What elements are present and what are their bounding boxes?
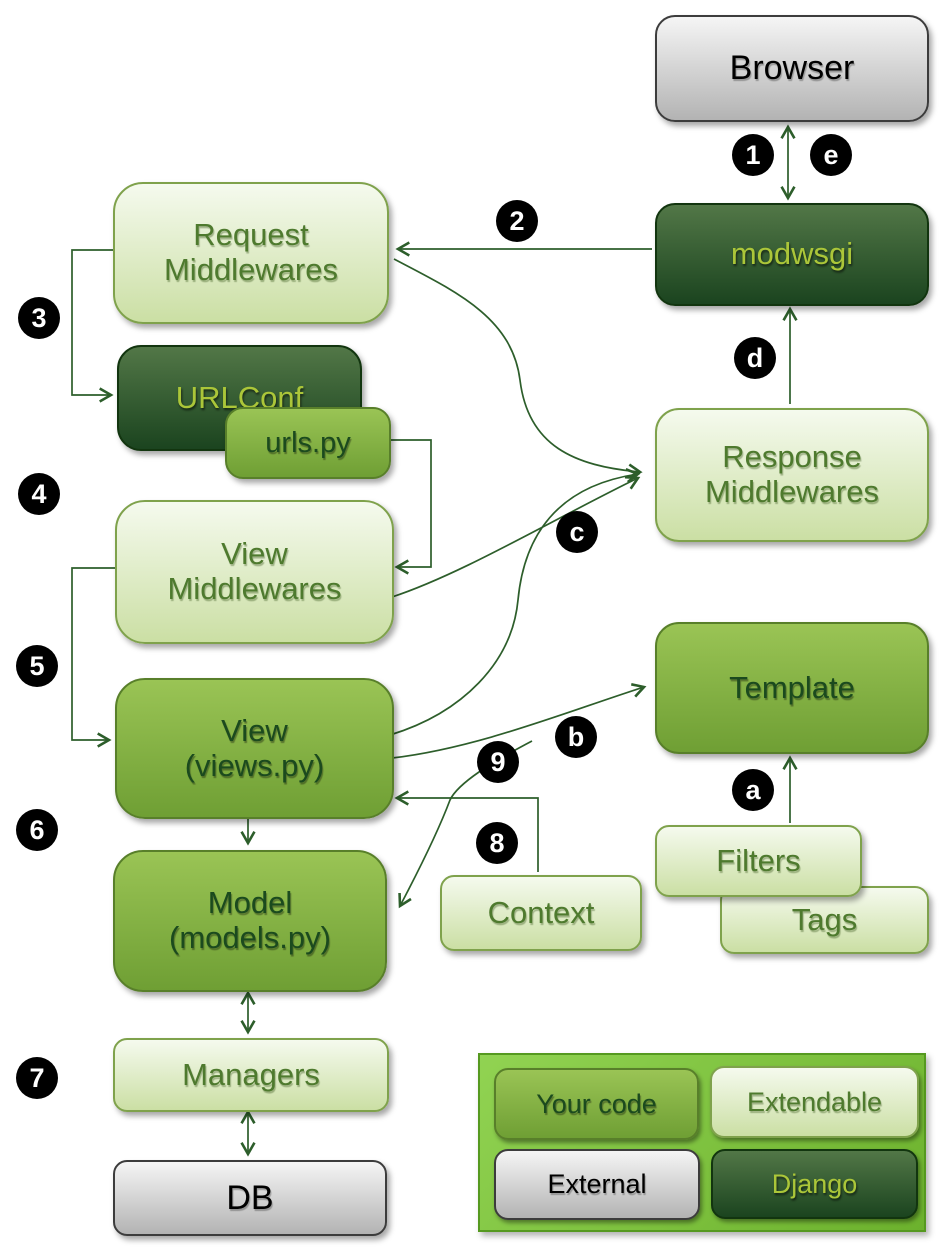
badge-step-c: c	[556, 511, 598, 553]
node-response-middlewares: Response Middlewares	[655, 408, 929, 542]
legend-external: External	[494, 1149, 700, 1220]
node-context: Context	[440, 875, 642, 951]
edge-requestmw-urlconf	[71, 249, 114, 403]
node-tags: Tags	[720, 886, 929, 954]
node-browser: Browser	[655, 15, 929, 122]
badge-step-4: 4	[18, 473, 60, 515]
node-request-middlewares: Request Middlewares	[113, 182, 389, 324]
edge-requestmw-responsemw	[393, 258, 643, 479]
edge-viewmw-responsemw	[391, 475, 641, 598]
edge-view-responsemw	[389, 468, 641, 736]
badge-step-3: 3	[18, 297, 60, 339]
node-view: View (views.py)	[115, 678, 394, 819]
edge-context-view	[394, 790, 539, 872]
legend: Your code Extendable External Django	[478, 1053, 926, 1232]
node-template: Template	[655, 622, 929, 754]
badge-step-2: 2	[496, 200, 538, 242]
badge-step-d: d	[734, 337, 776, 379]
node-view-middlewares: View Middlewares	[115, 500, 394, 644]
badge-step-b: b	[555, 716, 597, 758]
badge-step-6: 6	[16, 809, 58, 851]
node-modwsgi: modwsgi	[655, 203, 929, 306]
badge-step-5: 5	[16, 645, 58, 687]
node-model: Model (models.py)	[113, 850, 387, 992]
legend-extendable: Extendable	[710, 1066, 919, 1138]
badge-step-e: e	[810, 134, 852, 176]
badge-step-1: 1	[732, 134, 774, 176]
badge-step-a: a	[732, 769, 774, 811]
node-managers: Managers	[113, 1038, 389, 1112]
edge-viewmw-view	[71, 567, 115, 748]
badge-step-9: 9	[477, 741, 519, 783]
badge-step-7: 7	[16, 1057, 58, 1099]
legend-django: Django	[711, 1149, 918, 1219]
badge-step-8: 8	[476, 822, 518, 864]
edge-urlspy-viewmw	[389, 439, 432, 575]
edge-view-template	[391, 683, 647, 759]
node-db: DB	[113, 1160, 387, 1236]
legend-your-code: Your code	[494, 1068, 699, 1140]
node-urls-py: urls.py	[225, 407, 391, 479]
node-filters: Filters	[655, 825, 862, 897]
